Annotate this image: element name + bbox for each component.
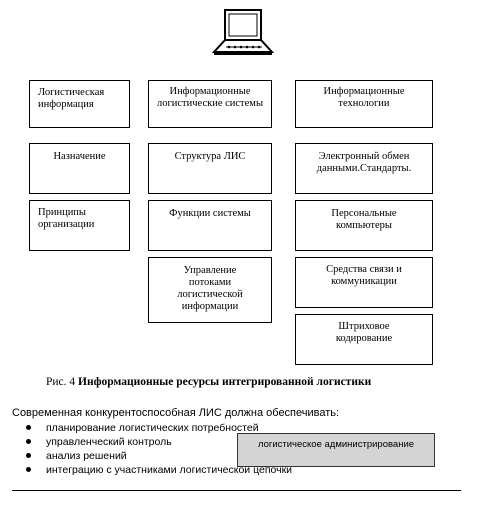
box-principles: Принципы организации xyxy=(29,200,130,251)
box-purpose: Назначение xyxy=(29,143,130,194)
box-info-logistic-systems: Информационные логистические системы xyxy=(148,80,272,128)
box-lis-structure: Структура ЛИС xyxy=(148,143,272,194)
logistic-administration-box: логистическое администрирование xyxy=(237,433,435,467)
box-barcode: Штриховое кодирование xyxy=(295,314,433,365)
box-system-functions: Функции системы xyxy=(148,200,272,251)
bullet-icon xyxy=(26,425,31,430)
box-personal-computers: Персональные компьютеры xyxy=(295,200,433,251)
bullet-icon xyxy=(26,467,31,472)
box-logistic-information: Логистическая информация xyxy=(29,80,130,128)
list-item: планирование логистических потребностей xyxy=(14,421,292,435)
requirements-list: планирование логистических потребностей … xyxy=(14,421,292,477)
box-communications: Средства связи и коммуникации xyxy=(295,257,433,308)
bullet-icon xyxy=(26,453,31,458)
list-item: анализ решений xyxy=(14,449,292,463)
box-info-technologies: Информационные технологии xyxy=(295,80,433,128)
box-edi-standards: Электронный обмен данными.Стандарты. xyxy=(295,143,433,194)
list-item: интеграцию с участниками логистической ц… xyxy=(14,463,292,477)
box-flow-management: Управление потоками логистической информ… xyxy=(148,257,272,323)
figure-title: Информационные ресурсы интегрированной л… xyxy=(78,376,372,388)
computer-terminal-icon xyxy=(212,9,274,55)
bottom-divider xyxy=(12,490,461,491)
list-item: управленческий контроль xyxy=(14,435,292,449)
figure-caption: Рис. 4 Информационные ресурсы интегриров… xyxy=(46,376,466,388)
figure-number: Рис. 4 xyxy=(46,376,76,388)
bullet-icon xyxy=(26,439,31,444)
intro-text: Современная конкурентоспособная ЛИС долж… xyxy=(12,407,340,419)
